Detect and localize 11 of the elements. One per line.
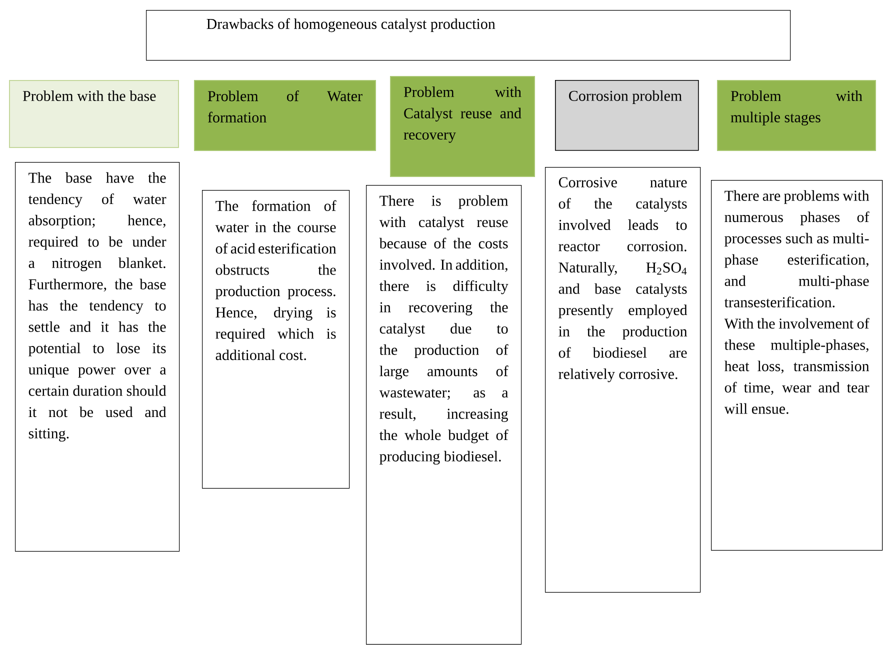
heading-box: Problem of Water formation [194, 80, 376, 151]
text-box: Corrosive nature of the catalysts involved leads to reactor corrosion. Naturally, H$_{2}$SO$_{4}$ and base catalysts presently employed in the production of biodiesel are relatively corrosive. [545, 167, 701, 593]
text-box: The base have the tendency of water absorption; hence, required to be under a nitrogen blanket. Furthermore, the base has the tendency to settle and it has the potential to lose its unique power over a certain duration should it not be used and sitting. [15, 162, 180, 552]
heading-box: Corrosion problem [555, 80, 699, 151]
text-box: The formation of water in the course of acid esterification obstructs the production process. Hence, drying is required which is additional cost. [202, 190, 350, 489]
heading-box: Problem with the base [9, 80, 179, 148]
title-box: Drawbacks of homogeneous catalyst production [146, 10, 791, 61]
heading-box: Problem with multiple stages [717, 80, 876, 151]
text-box: There are problems with numerous phases of processes such as multi-phase esterification, and multi-phase transesterification. With the involvement of these multiple-phases, heat loss, transmission of time, wear and tear will ensue. [711, 180, 883, 551]
heading-box: Problem with Catalyst reuse and recovery [390, 76, 535, 177]
text-box: There is problem with catalyst reuse because of the costs involved. In addition, there is difficulty in recovering the catalyst due to the production of large amounts of wastewater; as a result, increasing the whole budget of producing biodiesel. [366, 185, 522, 645]
